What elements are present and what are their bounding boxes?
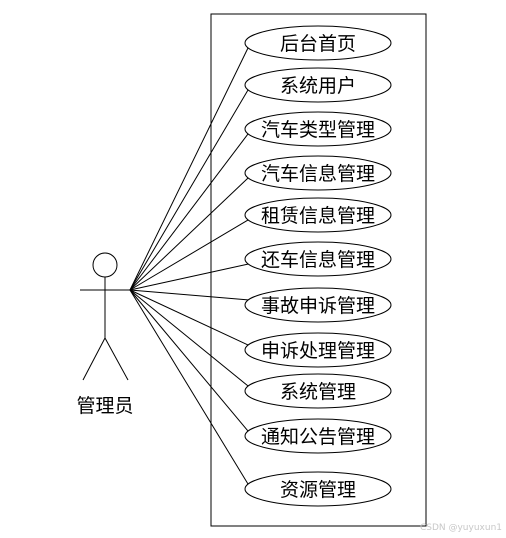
use-case-label: 系统管理 [280,381,356,403]
use-case-ellipse [244,25,392,61]
use-case: 申诉处理管理 [244,332,392,368]
use-case: 通知公告管理 [244,418,392,454]
use-case-ellipse [244,332,392,368]
use-case: 资源管理 [244,471,392,507]
use-case-ellipse [244,418,392,454]
use-case-ellipse [244,67,392,103]
actor-label: 管理员 [76,395,133,417]
use-case-label: 汽车类型管理 [261,119,375,141]
association-line [129,219,249,291]
actor-right-leg [104,337,129,381]
association-line [129,47,249,291]
use-case: 系统管理 [244,373,392,409]
association-line [129,133,249,291]
use-case-label: 资源管理 [280,479,356,501]
actor-left-leg [82,337,106,381]
use-case: 还车信息管理 [244,241,392,277]
association-line [129,289,249,485]
actor-head [92,252,118,278]
use-case: 后台首页 [244,25,392,61]
use-case-label: 系统用户 [280,75,356,97]
use-case-label: 通知公告管理 [261,426,375,448]
use-case: 事故申诉管理 [244,287,392,323]
association-line [129,289,249,432]
association-lines [129,47,249,485]
use-case: 汽车信息管理 [244,155,392,191]
use-case-ellipse [244,373,392,409]
use-case-label: 后台首页 [280,33,356,55]
use-case-label: 租赁信息管理 [261,205,375,227]
use-case-ellipse [244,155,392,191]
association-line [129,289,248,301]
use-case-label: 还车信息管理 [261,249,375,271]
use-case-ellipse [244,197,392,233]
actor-figure: 管理员 [76,252,134,417]
use-case-ellipse [244,241,392,277]
association-line [129,177,249,291]
watermark: CSDN @yuyuxun1 [420,523,502,533]
use-case-ellipse [244,287,392,323]
association-line [129,89,249,291]
use-case: 系统用户 [244,67,392,103]
system-boundary [210,13,427,527]
use-case-label: 汽车信息管理 [261,163,375,185]
use-case-label: 事故申诉管理 [261,295,375,317]
association-line [129,289,249,387]
use-case-ellipse [244,111,392,147]
association-line [129,289,249,346]
use-case-group: 后台首页系统用户汽车类型管理汽车信息管理租赁信息管理还车信息管理事故申诉管理申诉… [244,25,392,507]
use-case-ellipse [244,471,392,507]
use-case-label: 申诉处理管理 [261,340,375,362]
use-case: 汽车类型管理 [244,111,392,147]
association-line [129,263,249,291]
use-case: 租赁信息管理 [244,197,392,233]
